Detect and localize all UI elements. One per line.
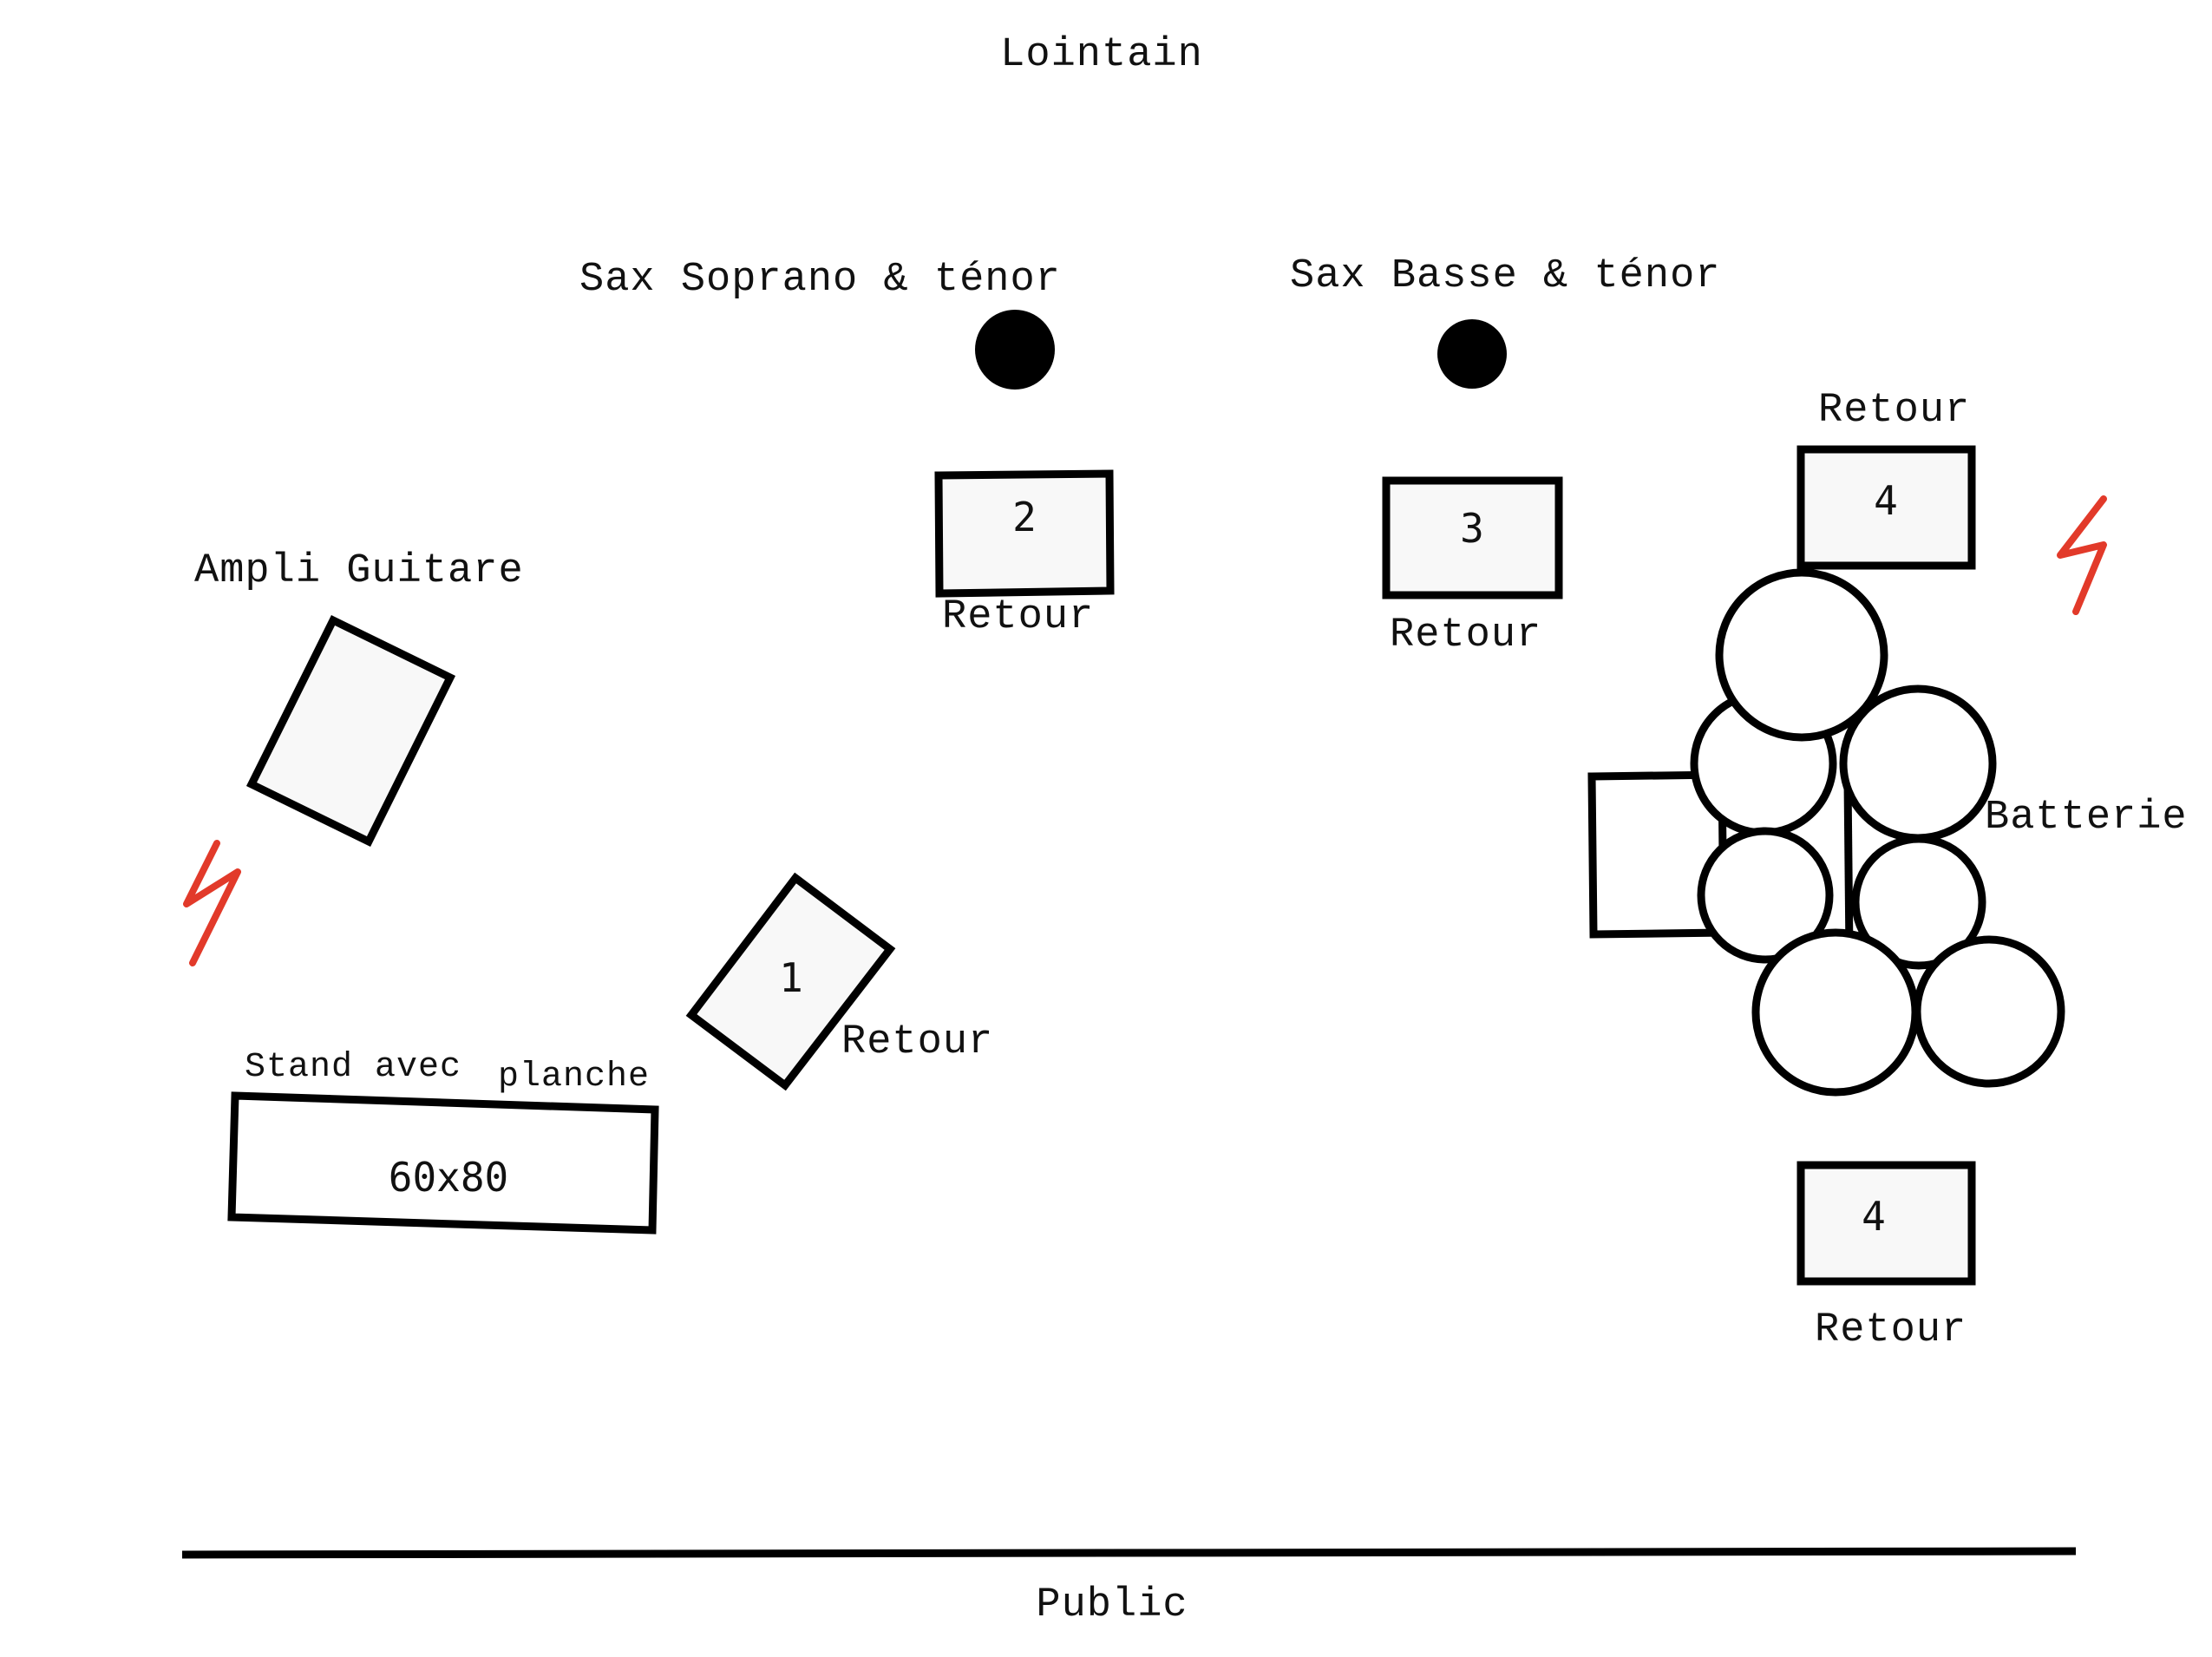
sax-basse-label: Sax Basse & ténor: [1290, 253, 1720, 299]
monitor-1-box: [685, 872, 896, 1091]
planche-label: planche: [498, 1058, 650, 1097]
monitor-3-number: 3: [1460, 505, 1484, 552]
drum-snare-icon: [1697, 827, 1834, 964]
stand-planche: 60x80: [227, 1091, 659, 1235]
monitor-2: 2: [934, 469, 1115, 598]
monitor-4-top-number: 4: [1874, 477, 1898, 524]
stand-planche-box: [227, 1091, 659, 1235]
drum-cymbal-top-icon: [1715, 568, 1888, 742]
ampli-guitare-label: Ampli Guitare: [194, 548, 524, 594]
retour-4-top-label: Retour: [1818, 388, 1970, 434]
monitor-4-bottom-number: 4: [1862, 1193, 1886, 1240]
sax-soprano-mic-icon: [975, 310, 1055, 390]
stand-avec-label: Stand avec: [245, 1048, 461, 1087]
stage-front-line: [181, 1547, 2077, 1559]
monitor-3-box: [1382, 476, 1563, 599]
monitor-4-bottom: 4: [1796, 1161, 1976, 1286]
power-left-icon: [183, 840, 241, 966]
retour-3-label: Retour: [1390, 612, 1541, 658]
batterie-label: Batterie: [1985, 795, 2188, 841]
drum-kit: [1587, 568, 2065, 1097]
monitor-3: 3: [1382, 476, 1563, 599]
ampli-guitare-box: [245, 614, 456, 848]
stand-size-label: 60x80: [389, 1154, 508, 1201]
monitor-1-number: 1: [779, 954, 803, 1001]
sax-soprano-label: Sax Soprano & ténor: [579, 257, 1061, 303]
monitor-4-bottom-box: [1796, 1161, 1976, 1286]
retour-4-bottom-label: Retour: [1815, 1307, 1967, 1353]
monitor-1: 1: [685, 872, 896, 1091]
sax-basse-mic-icon: [1437, 319, 1507, 389]
monitor-2-box: [934, 469, 1115, 598]
public-label: Public: [1036, 1582, 1188, 1628]
drum-kick-icon: [1751, 928, 1920, 1097]
retour-1-label: Retour: [841, 1019, 993, 1065]
drum-floor-tom-icon: [1913, 935, 2065, 1088]
monitor-4-top-box: [1796, 445, 1976, 570]
drum-floor-tom-small-icon: [1851, 835, 1986, 970]
monitor-2-number: 2: [1012, 494, 1037, 540]
retour-2-label: Retour: [942, 594, 1094, 640]
monitor-4-top: 4: [1796, 445, 1976, 570]
power-right-icon: [2057, 495, 2107, 615]
lointain-label: Lointain: [1000, 32, 1203, 78]
drum-stand-line: [1843, 780, 1854, 955]
